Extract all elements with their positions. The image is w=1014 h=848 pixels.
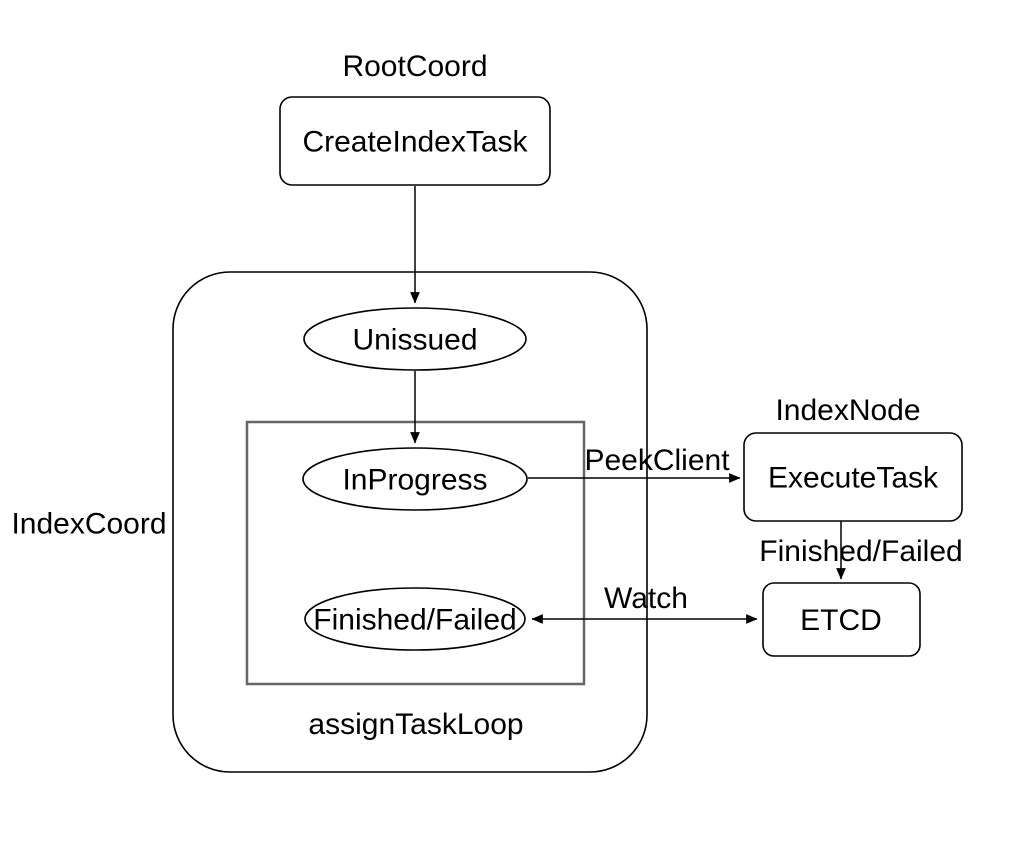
etcd-node: ETCD [762,582,921,657]
peekclient-edge-label: PeekClient [584,444,730,477]
create-index-task-box [279,96,551,186]
finished-failed-edge-label: Finished/Failed [759,535,962,568]
indexnode-title: IndexNode [775,394,920,427]
inprogress-ellipse [302,447,528,511]
unissued-label: Unissued [352,324,477,357]
indexcoord-title: IndexCoord [11,508,166,541]
rootcoord-title: RootCoord [342,50,487,83]
unissued-node: Unissued [303,307,527,371]
execute-task-node: ExecuteTask [743,432,963,522]
create-index-task-label: CreateIndexTask [302,126,528,159]
watch-edge-label: Watch [604,582,688,615]
etcd-label: ETCD [800,604,882,637]
etcd-box [762,582,921,657]
inprogress-node: InProgress [302,447,528,511]
inprogress-label: InProgress [342,464,487,497]
finished-failed-label: Finished/Failed [313,604,516,637]
execute-task-box [743,432,963,522]
indexcoord-container [172,271,648,773]
unissued-ellipse [303,307,527,371]
finished-failed-ellipse [304,587,526,651]
finished-failed-node: Finished/Failed [304,587,526,651]
create-index-task-node: CreateIndexTask [279,96,551,186]
execute-task-label: ExecuteTask [768,462,939,495]
assign-task-loop-title: assignTaskLoop [308,708,523,741]
